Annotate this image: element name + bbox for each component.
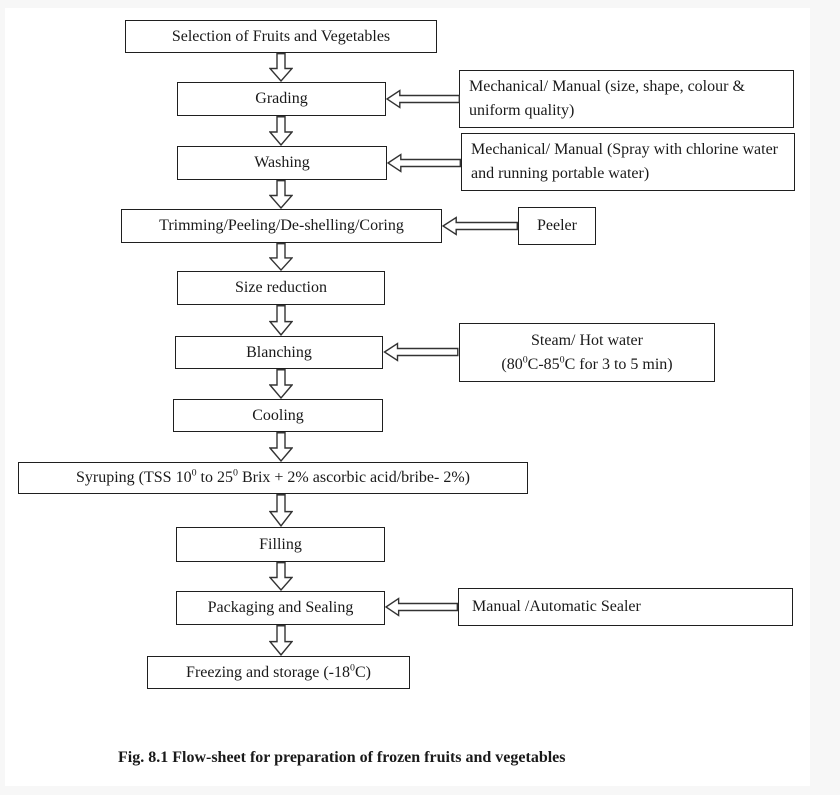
step-selection: Selection of Fruits and Vegetables: [125, 20, 437, 53]
step-freezing-storage: Freezing and storage (-180C): [147, 656, 410, 689]
left-arrow: [383, 342, 459, 362]
down-arrow: [269, 625, 293, 656]
step-grading: Grading: [177, 82, 386, 116]
step-blanching: Blanching: [175, 336, 383, 369]
down-arrow: [269, 432, 293, 462]
down-arrow: [269, 243, 293, 271]
down-arrow: [269, 53, 293, 82]
step-filling: Filling: [176, 527, 385, 562]
left-arrow: [442, 216, 518, 236]
down-arrow: [269, 305, 293, 336]
step-trimming-peeling: Trimming/Peeling/De-shelling/Coring: [121, 209, 442, 243]
step-syruping-text: Syruping (TSS 100 to 250 Brix + 2% ascor…: [76, 467, 470, 486]
annotation-peeler: Peeler: [518, 207, 596, 245]
step-freezing-text: Freezing and storage (-180C): [186, 662, 371, 681]
left-arrow: [387, 153, 461, 173]
down-arrow: [269, 562, 293, 591]
down-arrow: [269, 369, 293, 399]
annotation-blanching-line2: (800C-850C for 3 to 5 min): [501, 354, 673, 373]
annotation-blanching-line1: Steam/ Hot water: [531, 331, 643, 349]
annotation-washing-method: Mechanical/ Manual (Spray with chlorine …: [461, 133, 795, 191]
down-arrow: [269, 116, 293, 146]
step-washing: Washing: [177, 146, 387, 180]
annotation-sealer: Manual /Automatic Sealer: [458, 588, 793, 626]
step-cooling: Cooling: [173, 399, 383, 432]
step-packaging-sealing: Packaging and Sealing: [176, 591, 385, 625]
down-arrow: [269, 494, 293, 527]
left-arrow: [385, 597, 458, 617]
down-arrow: [269, 180, 293, 209]
step-syruping: Syruping (TSS 100 to 250 Brix + 2% ascor…: [18, 462, 528, 494]
figure-caption: Fig. 8.1 Flow-sheet for preparation of f…: [118, 749, 566, 766]
left-arrow: [386, 89, 460, 109]
annotation-blanching-method: Steam/ Hot water (800C-850C for 3 to 5 m…: [459, 323, 715, 382]
step-size-reduction: Size reduction: [177, 271, 385, 305]
annotation-grading-method: Mechanical/ Manual (size, shape, colour …: [459, 70, 794, 128]
